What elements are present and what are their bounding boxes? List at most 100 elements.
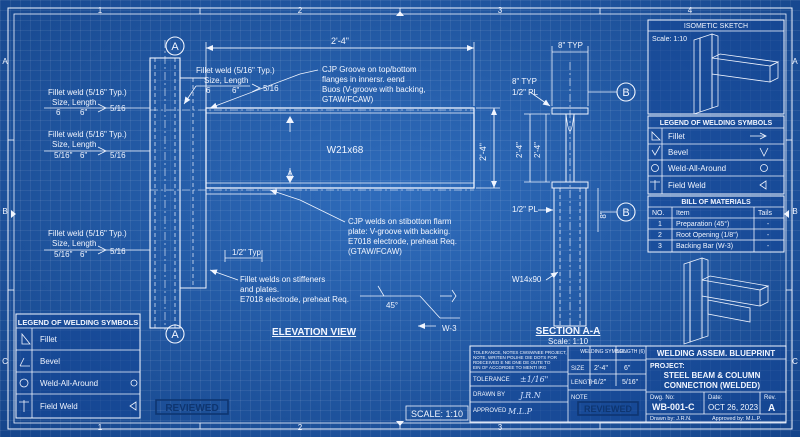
svg-text:Fillet weld (5/16" Typ.): Fillet weld (5/16" Typ.) bbox=[48, 88, 127, 97]
grid-col-1-bottom: 1 bbox=[98, 423, 103, 432]
svg-text:6: 6 bbox=[56, 108, 61, 117]
elevation-view: A A W21x68 2'-4" 2'-4" A bbox=[44, 36, 500, 344]
svg-text:5/16": 5/16" bbox=[54, 250, 73, 259]
section-arrow-label: A bbox=[287, 169, 293, 178]
approved-label: APPROVED bbox=[473, 408, 507, 414]
legend-left-title: LEGEND OF WELDING SYMBOLS bbox=[18, 318, 138, 327]
bevel-icon-left bbox=[19, 357, 30, 367]
date-value: OCT 26, 2023 bbox=[708, 403, 759, 412]
svg-text:5/16: 5/16 bbox=[110, 247, 126, 256]
grid-row-a-right: A bbox=[792, 57, 798, 66]
legend-left-wall: Weld-All-Around bbox=[40, 379, 98, 388]
legend-right-wall: Weld-All-Around bbox=[668, 164, 726, 173]
svg-text:plate: V-groove with backing.: plate: V-groove with backing. bbox=[348, 227, 450, 236]
bom-row-1-no: 1 bbox=[658, 221, 662, 228]
size-value: 2'-4" bbox=[594, 365, 608, 372]
weld-callout-2: Fillet weld (5/16" Typ.) Size, Length 6 … bbox=[183, 66, 279, 105]
circle-icon bbox=[651, 164, 659, 172]
grid-col-4: 4 bbox=[688, 6, 693, 15]
project-line-1: STEEL BEAM & COLUMN bbox=[664, 371, 761, 380]
svg-text:TOLERANCE, NOTES CWSWNEE PROJE: TOLERANCE, NOTES CWSWNEE PROJECT, bbox=[473, 350, 567, 355]
grid-references: 1 2 3 4 1 2 3 A B C A B C bbox=[2, 6, 798, 432]
bom-row-3-tails: - bbox=[767, 243, 770, 250]
svg-text:Fillet weld (5/16" Typ.): Fillet weld (5/16" Typ.) bbox=[48, 229, 127, 238]
title-block: TOLERANCE, NOTES CWSWNEE PROJECT, NOTE, … bbox=[469, 345, 787, 423]
svg-text:5/16: 5/16 bbox=[110, 104, 126, 113]
bom-row-3-no: 3 bbox=[658, 243, 662, 250]
legend-left-fillet: Fillet bbox=[40, 335, 58, 344]
note-cjp-bottom: CJP welds on stibottom flarm plate: V-gr… bbox=[269, 189, 457, 256]
legend-right-title: LEGEND OF WELDING SYMBOLS bbox=[660, 120, 773, 127]
grid-col-3-bottom: 3 bbox=[498, 423, 503, 432]
scale-box: SCALE: 1:10 bbox=[405, 405, 469, 421]
svg-text:E7018 electrode, preheat Req.: E7018 electrode, preheat Req. bbox=[240, 295, 349, 304]
note-label: NOTE bbox=[571, 395, 588, 401]
beam-label: W21x68 bbox=[327, 145, 364, 156]
length-hdr: LENGTH (6) bbox=[617, 349, 645, 355]
bom-row-1-item: Preparation (45°) bbox=[676, 220, 729, 228]
section-marker-top bbox=[165, 36, 185, 56]
beam-w21x68 bbox=[205, 107, 475, 189]
svg-text:6": 6" bbox=[232, 86, 239, 95]
length-value: 1/2" bbox=[594, 379, 607, 386]
bom-hdr-no: NO. bbox=[652, 210, 665, 217]
section-scale: Scale: 1:10 bbox=[548, 337, 589, 346]
dwg-label: Dwg. No: bbox=[650, 395, 675, 401]
svg-text:NOTE, WRITEN POLIHE OIE DOTS F: NOTE, WRITEN POLIHE OIE DOTS FOR bbox=[473, 355, 558, 360]
grid-row-c: C bbox=[2, 357, 8, 366]
approved-by: Approved by: M.L.P. bbox=[712, 416, 762, 422]
length-len: 5/16" bbox=[622, 379, 639, 386]
section-marker-top-label: A bbox=[171, 41, 179, 53]
bom-row-1-tails: - bbox=[767, 221, 770, 228]
section-title: SECTION A-A bbox=[536, 326, 601, 337]
dim-typ: 8" TYP bbox=[512, 77, 537, 86]
svg-text:6": 6" bbox=[80, 250, 87, 259]
grid-row-b: B bbox=[2, 207, 7, 216]
grid-col-1: 1 bbox=[98, 6, 103, 15]
dim-gap: 1/2" Typ bbox=[232, 248, 261, 257]
dim-pl-bottom: 1/2" PL bbox=[512, 205, 539, 214]
note-fillet-stiffeners: Fillet welds on stiffeners and plates. E… bbox=[209, 269, 349, 304]
bill-of-materials: BILL OF MATERIALS NO. Item Tails 1 Prepa… bbox=[647, 195, 785, 253]
bom-title: BILL OF MATERIALS bbox=[681, 199, 751, 206]
svg-text:GTAW/FCAW): GTAW/FCAW) bbox=[322, 95, 374, 104]
svg-text:EIN OF ACCORDEE TO MENTI IRG: EIN OF ACCORDEE TO MENTI IRG bbox=[473, 365, 547, 370]
date-label: Date: bbox=[708, 395, 723, 401]
fillet-icon bbox=[651, 131, 661, 141]
svg-text:Size, Length: Size, Length bbox=[52, 239, 96, 248]
marker-b-top: B bbox=[622, 87, 629, 99]
legend-right-field: Field Weld bbox=[668, 181, 706, 190]
dim-flange-width: 8" TYP bbox=[558, 41, 583, 50]
legend-left: LEGEND OF WELDING SYMBOLS Fillet Bevel W… bbox=[15, 313, 141, 419]
bom-row-2-tails: - bbox=[767, 232, 770, 239]
weld-sym-hdr: WELDING SYMBOL bbox=[580, 349, 626, 355]
bom-hdr-item: Item bbox=[676, 210, 690, 217]
fillet-icon-left bbox=[21, 332, 31, 345]
size-label: SIZE bbox=[571, 366, 584, 372]
svg-text:5/16": 5/16" bbox=[54, 151, 73, 160]
legend-right-bevel: Bevel bbox=[668, 148, 688, 157]
reviewed-stamp-left: REVIEWED bbox=[155, 399, 229, 415]
svg-text:flanges in innersr. eend: flanges in innersr. eend bbox=[322, 75, 405, 84]
svg-text:5/16: 5/16 bbox=[263, 84, 279, 93]
tolerance-value: ±1/16" bbox=[520, 375, 548, 384]
circle-icon-left bbox=[19, 378, 29, 388]
svg-text:(GTAW/FCAW): (GTAW/FCAW) bbox=[348, 247, 402, 256]
flag-icon-left bbox=[19, 400, 29, 412]
rev-label: Rev. bbox=[764, 395, 776, 401]
svg-text:REVIEWED: REVIEWED bbox=[165, 403, 218, 414]
dim-section-depth-2: 2'-4" bbox=[533, 142, 542, 158]
drawn-by: Drawn by: J.R.N. bbox=[650, 416, 692, 422]
tolerance-label: TOLERANCE bbox=[473, 377, 510, 383]
isometric-sketch-panel: ISOMETIC SKETCH Scale: 1:10 bbox=[647, 19, 785, 115]
sheet-scale: SCALE: 1:10 bbox=[411, 409, 463, 419]
legend-right: LEGEND OF WELDING SYMBOLS Fillet Bevel W… bbox=[647, 115, 785, 195]
bom-row-2-no: 2 bbox=[658, 232, 662, 239]
size-len: 6" bbox=[624, 365, 631, 372]
section-marker-bottom-label: A bbox=[171, 329, 179, 341]
svg-text:6": 6" bbox=[80, 108, 87, 117]
bom-row-2-item: Root Opening (1/8") bbox=[676, 232, 738, 239]
bevel-icon bbox=[651, 145, 661, 156]
iso-scale: Scale: 1:10 bbox=[652, 36, 687, 43]
